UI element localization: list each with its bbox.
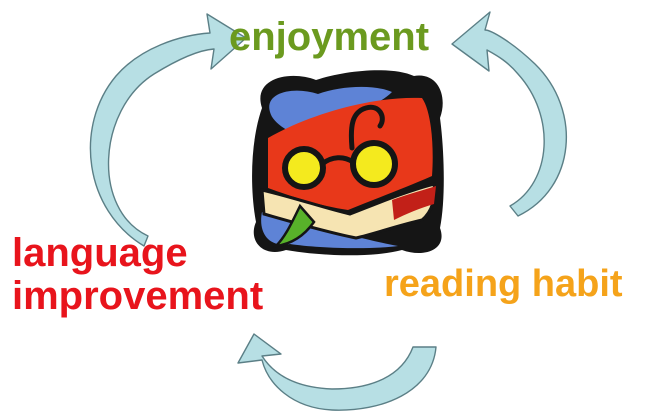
icon-left-lens: [282, 146, 326, 190]
icon-bookmark: [272, 203, 316, 248]
arrow-shape: [451, 11, 567, 217]
arrow-shape: [237, 333, 437, 411]
node-label: enjoyment: [229, 15, 430, 59]
arrow-reading-to-language: [237, 333, 437, 411]
icon-book-spine: [392, 186, 436, 220]
icon-right-lens: [350, 140, 398, 188]
book-with-glasses-icon: [252, 70, 444, 256]
node-label-line-2: improvement: [12, 274, 264, 318]
node-language-improvement: language improvement: [12, 232, 263, 318]
arrow-shape: [89, 13, 247, 247]
icon-glasses-arm: [348, 104, 385, 151]
arrow-language-to-enjoyment: [89, 13, 247, 247]
node-label-line-1: language: [12, 231, 188, 275]
node-enjoyment: enjoyment: [229, 17, 429, 57]
icon-glasses-bridge: [319, 155, 356, 167]
icon-blue-top: [269, 86, 392, 132]
node-label: reading habit: [384, 263, 623, 305]
node-reading-habit: reading habit: [384, 265, 623, 303]
arrow-reading-to-enjoyment: [451, 11, 567, 217]
